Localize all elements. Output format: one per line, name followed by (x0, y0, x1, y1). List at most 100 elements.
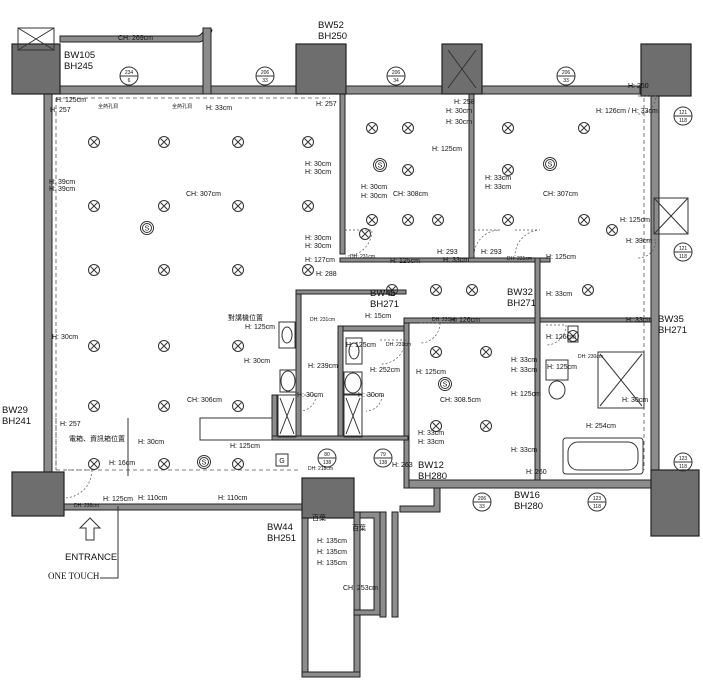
door-height-dh-230: DH: 230cm (578, 354, 603, 360)
outlet-height-h-239: H: 239cm (308, 363, 338, 370)
outlet-height-h-30-r2a: H: 30cm (446, 108, 472, 115)
beam-bw44-line2: BH251 (267, 533, 296, 544)
ceiling-light-icon (432, 214, 444, 226)
ceiling-height-ch-room-right: CH: 307cm (543, 191, 578, 198)
outlet-height-h-135-a: H: 135cm (317, 538, 347, 545)
ceiling-light-icon (402, 122, 414, 134)
annotation-fixture-2: 全熱孔洞 (172, 103, 192, 110)
window-tag-bottom: 138 (379, 460, 388, 466)
window-tag-top: 123 (679, 456, 688, 462)
plan-labels: BW52BH250BW105BH245BW45BH271BW32BH271BW3… (2, 20, 687, 592)
ceiling-light-icon (158, 340, 170, 352)
beam-bw105-line2: BH245 (64, 61, 93, 72)
ceiling-light-icon (502, 122, 514, 134)
ceiling-height-ch-living-upper: CH: 307cm (186, 191, 221, 198)
ceiling-light-icon (430, 420, 442, 432)
door-height-dh-236: DH: 236cm (74, 503, 99, 509)
outlet-height-h-125-bath2: H: 125cm (346, 342, 376, 349)
window-tags: 2346206332063420633121118121118123118206… (119, 66, 693, 512)
outlet-height-h-263: H: 263 (392, 462, 413, 469)
ceiling-light-icon (232, 264, 244, 276)
outlet-height-h-257-bl: H: 257 (60, 421, 81, 428)
door-height-dh-231-mb: DH: 231cm (432, 317, 457, 323)
ceiling-light-icon (386, 284, 398, 296)
window-tag-top: 80 (324, 452, 330, 458)
beam-bw35: BW35 (658, 314, 684, 325)
ceiling-light-icon (480, 346, 492, 358)
outlet-height-h-16: H: 16cm (109, 460, 135, 467)
outlet-height-h-125-r3b: H: 125cm (546, 254, 576, 261)
outlet-height-h-30-left: H: 30cm (52, 334, 78, 341)
window-tag-top: 121 (679, 246, 688, 252)
ceiling-height-ch-living-lower: CH: 306cm (187, 397, 222, 404)
outlet-height-h-30-din: H: 30cm (138, 439, 164, 446)
outlet-height-h-135-c: H: 135cm (317, 560, 347, 567)
ceiling-light-icon (232, 458, 244, 470)
door-height-dh-218: DH: 218cm (308, 466, 333, 472)
outlet-height-h-33-mb2: H: 33cm (511, 357, 537, 364)
beam-bw52-line2: BH250 (318, 31, 347, 42)
outlet-height-h-125-bath1: H: 125cm (245, 324, 275, 331)
outlet-height-h-125-mb3: H: 125cm (511, 391, 541, 398)
ceiling-light-icon (402, 164, 414, 176)
ceiling-light-icon (466, 284, 478, 296)
window-tag-bottom: 118 (679, 118, 687, 124)
outlet-height-h-30-bath2: H: 30cm (358, 392, 384, 399)
outlet-height-h-39-a: H: 39cm (49, 179, 75, 186)
outlet-height-h-30-mbbath: H: 30cm (622, 397, 648, 404)
smoke-detector-letter: S (378, 163, 383, 170)
window-tag-top: 206 (478, 496, 487, 502)
outlet-height-h-33-r2c: H: 33cm (443, 257, 469, 264)
beam-bw32: BW32 (507, 287, 533, 298)
ceiling-light-icon (232, 200, 244, 212)
window-tag-top: 206 (392, 70, 401, 76)
outlet-height-h-257-mid: H: 257 (316, 101, 337, 108)
beam-bw12: BW12 (418, 460, 444, 471)
beam-bw29-line2: BH241 (2, 416, 31, 427)
annotation-shutter-1: 百葉 (352, 523, 366, 532)
ceiling-light-icon (88, 458, 100, 470)
outlet-height-h-30-r1b: H: 30cm (361, 193, 387, 200)
outlet-height-h-258: H: 258 (454, 99, 475, 106)
outlet-height-h-125-r3: H: 125cm (620, 217, 650, 224)
ceiling-light-icon (582, 284, 594, 296)
outlet-height-h-125-cor: H: 125cm (390, 258, 420, 265)
beam-bw29: BW29 (2, 405, 28, 416)
outlet-height-h-30-lv-d: H: 30cm (305, 243, 331, 250)
beam-bw45: BW45 (370, 288, 396, 299)
ceiling-light-icon (578, 122, 590, 134)
outlet-height-h-33-mb3: H: 33cm (511, 367, 537, 374)
outlet-height-h-15: H: 15cm (365, 313, 391, 320)
walls (43, 27, 660, 678)
outlet-height-h-293-a: H: 293 (437, 249, 458, 256)
ceiling-light-icon (158, 264, 170, 276)
gas-detector-icon: G (275, 453, 289, 467)
outlet-height-h-125-ent: H: 125cm (230, 443, 260, 450)
window-tag-bottom: 6 (128, 78, 131, 84)
beam-bw16-line2: BH280 (514, 501, 543, 512)
outlet-height-h-288: H: 288 (316, 271, 337, 278)
ceiling-light-icon (232, 136, 244, 148)
beam-bw12-line2: BH280 (418, 471, 447, 482)
door-height-dh-231-r3: DH: 231cm (507, 256, 532, 262)
outlet-height-h-126-wc: H: 126cm (546, 334, 576, 341)
ceiling-light-icon (502, 164, 514, 176)
ceiling-light-icon (158, 200, 170, 212)
smoke-detector-icon: S (197, 455, 211, 469)
outlet-height-h-30-r2b: H: 30cm (446, 119, 472, 126)
outlet-height-h-127: H: 127cm (305, 257, 335, 264)
outlet-height-h-33-mb5: H: 33cm (418, 439, 444, 446)
ceiling-light-icon (578, 214, 590, 226)
ceiling-light-icon (402, 214, 414, 226)
outlet-height-h-33-mb6: H: 33cm (511, 447, 537, 454)
ceiling-light-icon (88, 340, 100, 352)
window-tag-bottom: 118 (679, 464, 687, 470)
ceiling-light-icon (502, 214, 514, 226)
